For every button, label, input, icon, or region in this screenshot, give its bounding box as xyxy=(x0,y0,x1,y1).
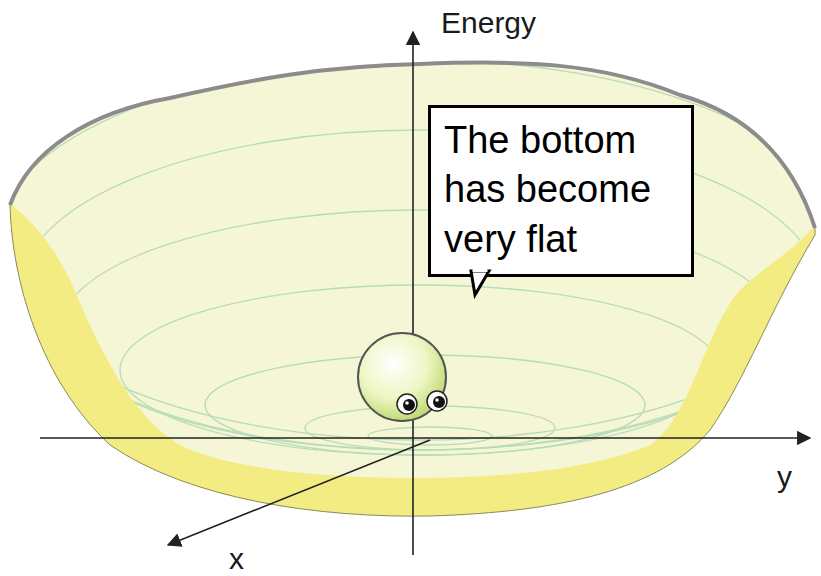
ball-character xyxy=(358,333,447,421)
x-axis xyxy=(168,440,430,545)
axis-label: Energy xyxy=(441,8,536,38)
energy-axis-lower xyxy=(412,420,414,555)
axis-label: x xyxy=(229,544,244,574)
y-axis xyxy=(40,437,810,439)
speech-bubble: The bottom has become very flat xyxy=(428,105,694,277)
energy-axis xyxy=(412,32,414,336)
bubble-tail xyxy=(469,271,499,301)
axis-label: y xyxy=(777,462,792,492)
contour-lines xyxy=(0,60,821,455)
bubble-text: The bottom has become very flat xyxy=(444,116,679,264)
